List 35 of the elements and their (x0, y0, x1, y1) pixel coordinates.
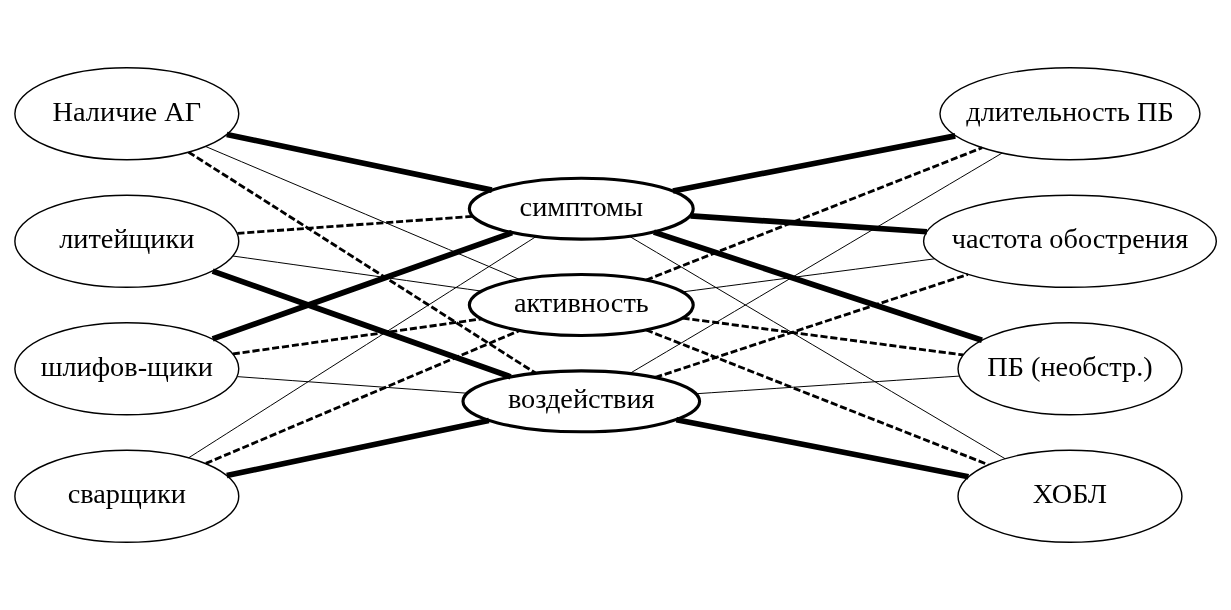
node-ellipse: ХОБЛ (957, 449, 1183, 544)
connector (237, 214, 473, 235)
connector (188, 236, 537, 459)
node-ellipse: сварщики (14, 449, 240, 544)
connector (226, 417, 490, 479)
node-ellipse: активность (467, 273, 695, 337)
node-ellipse: длительность ПБ (939, 66, 1201, 161)
connector (226, 131, 493, 193)
connector (232, 255, 482, 292)
connector (205, 146, 520, 280)
connector (645, 328, 989, 466)
connector (205, 329, 520, 465)
connector (211, 268, 512, 380)
connector (655, 273, 969, 379)
connector (645, 146, 983, 282)
connector (682, 258, 935, 293)
connector (690, 213, 928, 235)
node-ellipse: литейщики (14, 194, 240, 288)
connector (629, 152, 1003, 374)
connector (232, 317, 482, 356)
node-ellipse: ПБ (необстр.) (957, 322, 1183, 416)
connector (682, 316, 964, 357)
connector (653, 229, 983, 343)
connector (696, 375, 960, 395)
node-ellipse: шлифов-щики (14, 322, 240, 416)
connector (211, 230, 513, 342)
node-ellipse: воздействия (461, 369, 702, 434)
connector (187, 151, 537, 375)
connector (628, 235, 1006, 460)
node-ellipse: Наличие АГ (14, 66, 240, 161)
node-ellipse: частота обострения (922, 194, 1218, 288)
connector (237, 376, 468, 394)
node-ellipse: симптомы (467, 176, 695, 241)
connector (672, 133, 956, 194)
connector (675, 416, 969, 480)
